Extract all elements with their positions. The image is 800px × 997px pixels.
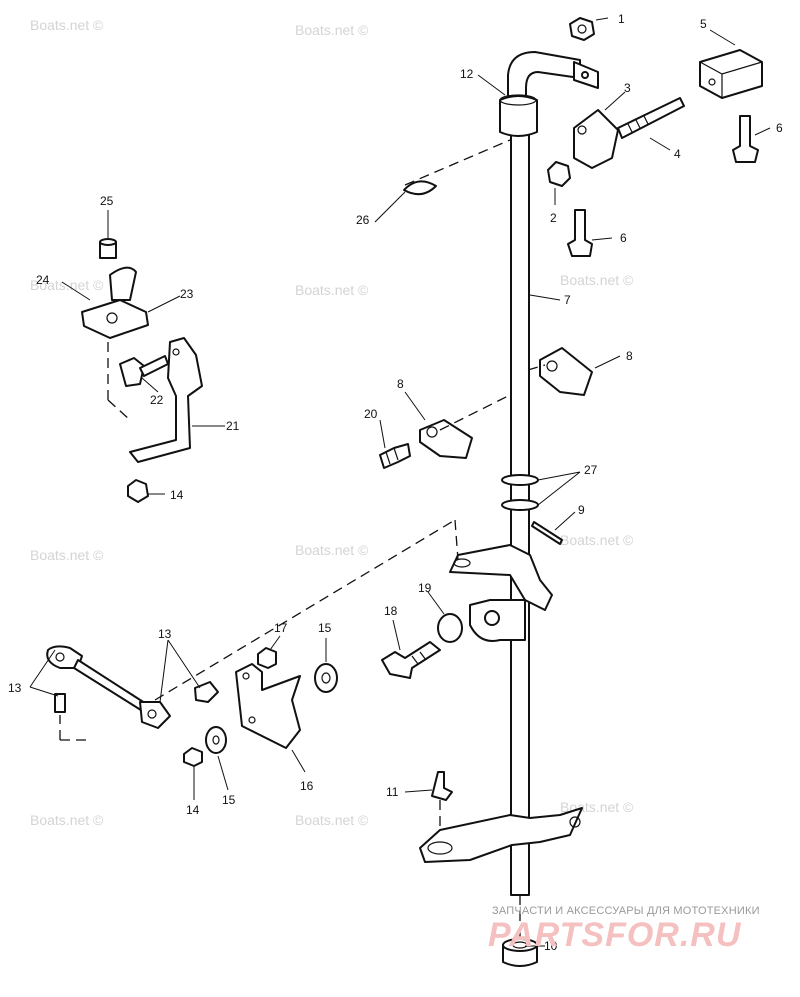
brand-logo: ЗАПЧАСТИ И АКСЕССУАРЫ ДЛЯ МОТОТЕХНИКИ PA… — [488, 905, 760, 954]
brand-tagline: ЗАПЧАСТИ И АКСЕССУАРЫ ДЛЯ МОТОТЕХНИКИ — [492, 905, 760, 917]
callout-12: 12 — [460, 67, 474, 81]
callout-27: 27 — [584, 463, 598, 477]
callout-14: 14 — [170, 488, 184, 502]
callout-24: 24 — [36, 273, 50, 287]
callout-26: 26 — [356, 213, 370, 227]
watermark: Boats.net © — [295, 22, 369, 38]
callout-7: 7 — [564, 293, 571, 307]
callout-10: 10 — [544, 939, 558, 953]
top-hardware — [403, 17, 763, 257]
leader-lines — [29, 17, 771, 947]
callout-21: 21 — [226, 419, 240, 433]
assembly-lines — [59, 139, 546, 940]
callout-8: 8 — [397, 377, 404, 391]
callout-19: 19 — [418, 581, 432, 595]
watermark: Boats.net © — [560, 532, 634, 548]
callout-15: 15 — [318, 621, 332, 635]
callout-20: 20 — [364, 407, 378, 421]
callout-5: 5 — [700, 17, 707, 31]
watermark: Boats.net © — [30, 547, 104, 563]
callout-6: 6 — [620, 231, 627, 245]
callout-18: 18 — [384, 604, 398, 618]
middle-hardware — [379, 347, 593, 801]
shaft-assembly — [419, 51, 599, 967]
callout-13: 13 — [158, 627, 172, 641]
callout-25: 25 — [100, 194, 114, 208]
callout-6: 6 — [776, 121, 783, 135]
watermark: Boats.net © — [30, 812, 104, 828]
upper-left-bracket — [81, 238, 203, 503]
watermark: Boats.net © — [30, 17, 104, 33]
callout-3: 3 — [624, 81, 631, 95]
callout-22: 22 — [150, 393, 164, 407]
watermark: Boats.net © — [295, 812, 369, 828]
callout-1: 1 — [618, 12, 625, 26]
watermarks: Boats.net © Boats.net © Boats.net © Boat… — [30, 17, 634, 828]
callout-8: 8 — [626, 349, 633, 363]
watermark: Boats.net © — [295, 282, 369, 298]
callout-2: 2 — [550, 211, 557, 225]
watermark: Boats.net © — [560, 272, 634, 288]
watermark: Boats.net © — [295, 542, 369, 558]
callout-9: 9 — [578, 503, 585, 517]
linkage — [46, 645, 338, 767]
callout-17: 17 — [274, 621, 288, 635]
callout-4: 4 — [674, 147, 681, 161]
callout-23: 23 — [180, 287, 194, 301]
callout-14: 14 — [186, 803, 200, 817]
callout-13: 13 — [8, 681, 22, 695]
callout-16: 16 — [300, 779, 314, 793]
brand-logo-text: PARTSFOR.RU — [488, 916, 742, 954]
callout-15: 15 — [222, 793, 236, 807]
callout-11: 11 — [386, 785, 399, 799]
callouts: 1 5 3 4 6 6 2 12 7 8 8 20 27 9 19 18 26 … — [8, 12, 783, 953]
